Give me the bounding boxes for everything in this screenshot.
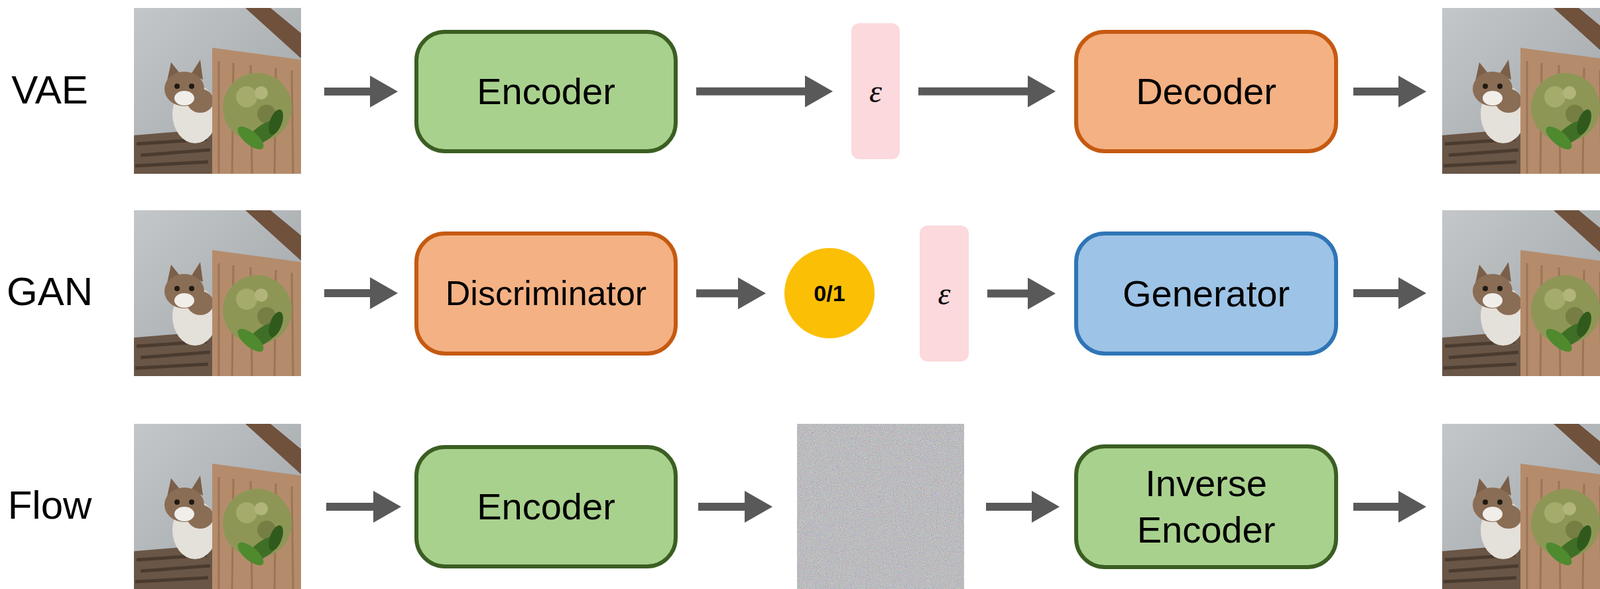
inverse-encoder-box: Inverse Encoder (1074, 444, 1339, 569)
flow-arrow (698, 502, 745, 511)
output-photo (1442, 210, 1600, 376)
flow-arrow (696, 87, 805, 96)
input-arrow (324, 289, 370, 298)
output-photo (1442, 423, 1600, 589)
input-photo (133, 210, 302, 376)
output-arrow (1353, 502, 1399, 511)
latent-vector: ε (919, 225, 969, 362)
flow-arrow (985, 502, 1032, 511)
node-text: Generator (1122, 270, 1290, 317)
decoder-box: Decoder (1074, 29, 1339, 154)
node-text: 0/1 (813, 280, 845, 307)
discriminator-box: Discriminator (414, 231, 678, 356)
node-text: Inverse Encoder (1090, 460, 1323, 554)
flow-arrow (987, 289, 1028, 298)
row-label: GAN (0, 271, 100, 312)
input-arrow (324, 87, 370, 96)
row-label: Flow (0, 485, 100, 526)
node-text: Encoder (476, 483, 616, 530)
input-arrow (326, 502, 374, 511)
node-text: Decoder (1135, 68, 1277, 115)
flow-arrow (918, 87, 1028, 96)
input-photo (133, 7, 302, 174)
node-text: Encoder (476, 68, 616, 115)
noise-image (797, 423, 965, 589)
node-text: Discriminator (445, 271, 647, 315)
flow-arrow (696, 289, 739, 298)
input-photo (133, 423, 302, 589)
row-label: VAE (0, 70, 100, 111)
circle-fill (784, 247, 875, 339)
output-arrow (1353, 289, 1399, 298)
latent-vector: ε (851, 23, 900, 160)
generator-box: Generator (1074, 231, 1339, 356)
output-arrow (1353, 87, 1399, 96)
node-text: ε (938, 275, 951, 312)
encoder-box: Encoder (414, 29, 678, 154)
encoder-box: Encoder (414, 444, 678, 569)
output-circle: 0/1 (784, 247, 875, 339)
node-text: ε (869, 72, 882, 110)
output-photo (1442, 7, 1600, 174)
